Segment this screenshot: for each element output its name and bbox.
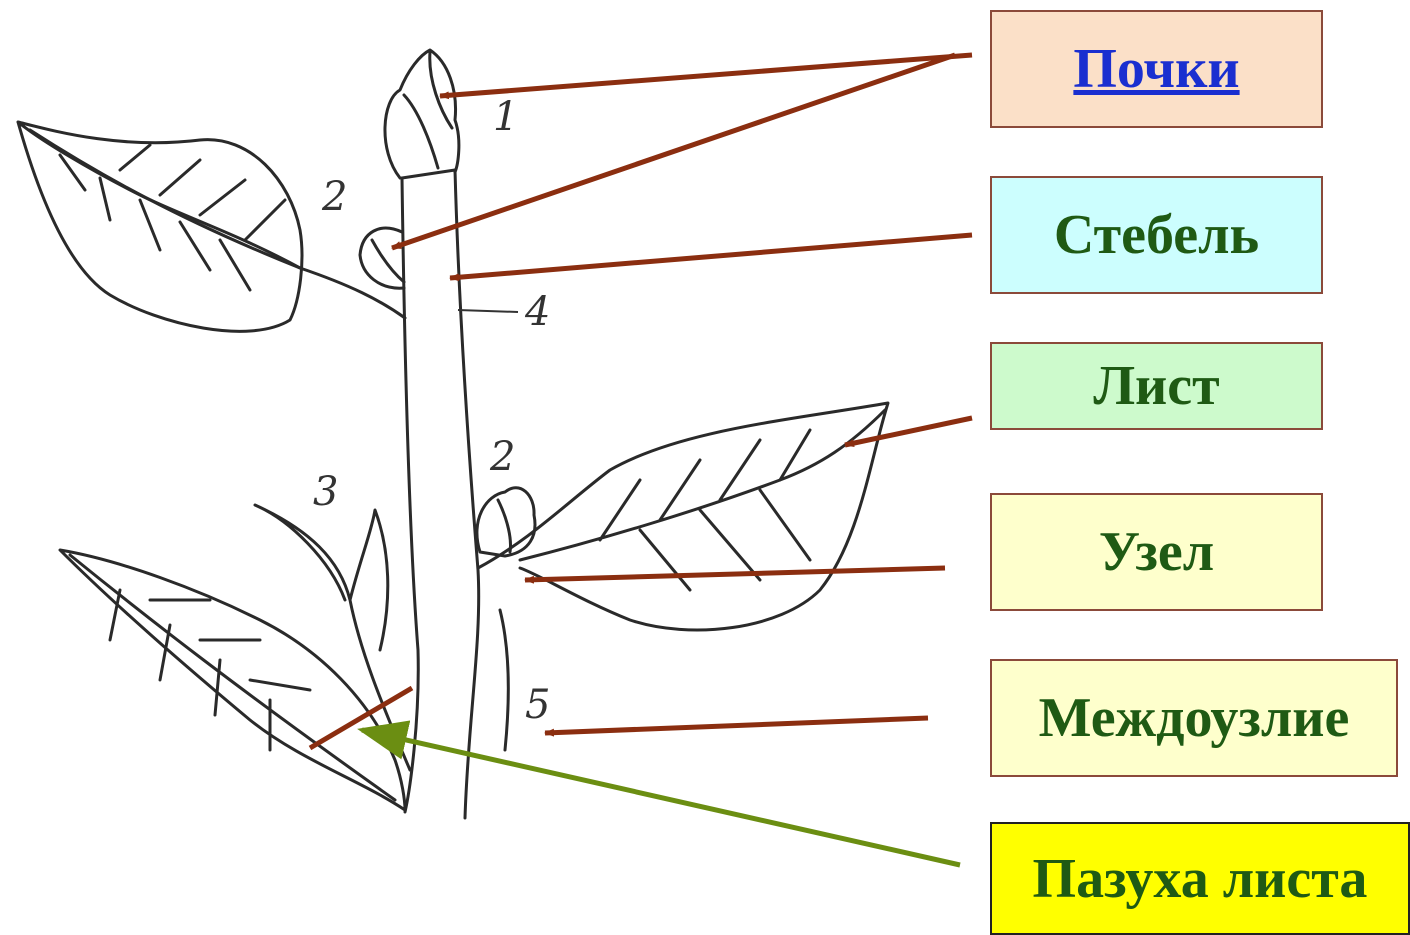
arrow-to-axillary-bud <box>392 55 955 248</box>
buds-link[interactable]: Почки <box>1073 37 1239 101</box>
figure-number-4: 4 <box>524 289 550 335</box>
arrow-to-stem <box>450 235 972 278</box>
node-label-box: Узел <box>990 493 1323 611</box>
young-leaf-drawing <box>255 505 410 770</box>
leaf-label-box: Лист <box>990 342 1323 430</box>
stem-label-box: Стебель <box>990 176 1323 294</box>
stem-label: Стебель <box>1054 203 1259 267</box>
internode-label-box: Междоузлие <box>990 659 1398 777</box>
leaf-label: Лист <box>1093 354 1219 418</box>
arrow-to-internode <box>545 718 928 733</box>
leaf-axil-label-box: Пазуха листа <box>990 822 1410 935</box>
arrow-to-node <box>525 568 945 580</box>
upper-left-leaf-drawing <box>18 122 405 331</box>
right-axillary-bud-drawing <box>477 488 535 556</box>
pointer-arrows <box>310 55 972 748</box>
figure-number-2-top: 2 <box>321 174 347 220</box>
upper-axillary-bud-drawing <box>360 228 404 288</box>
figure-number-5: 5 <box>525 682 550 728</box>
stem-drawing <box>402 170 479 818</box>
figure-number-2-right: 2 <box>489 434 515 480</box>
right-leaf-drawing <box>478 403 888 630</box>
internode-label: Междоузлие <box>1039 686 1350 750</box>
terminal-bud-drawing <box>385 50 459 178</box>
leaf-axil-label: Пазуха листа <box>1033 847 1368 911</box>
figure-number-1: 1 <box>493 94 518 140</box>
plant-drawing <box>18 50 888 818</box>
arrow-to-leaf-axil <box>362 730 960 865</box>
buds-label-box[interactable]: Почки <box>990 10 1323 128</box>
figure-number-3: 3 <box>313 469 338 515</box>
node-label: Узел <box>1099 520 1214 584</box>
